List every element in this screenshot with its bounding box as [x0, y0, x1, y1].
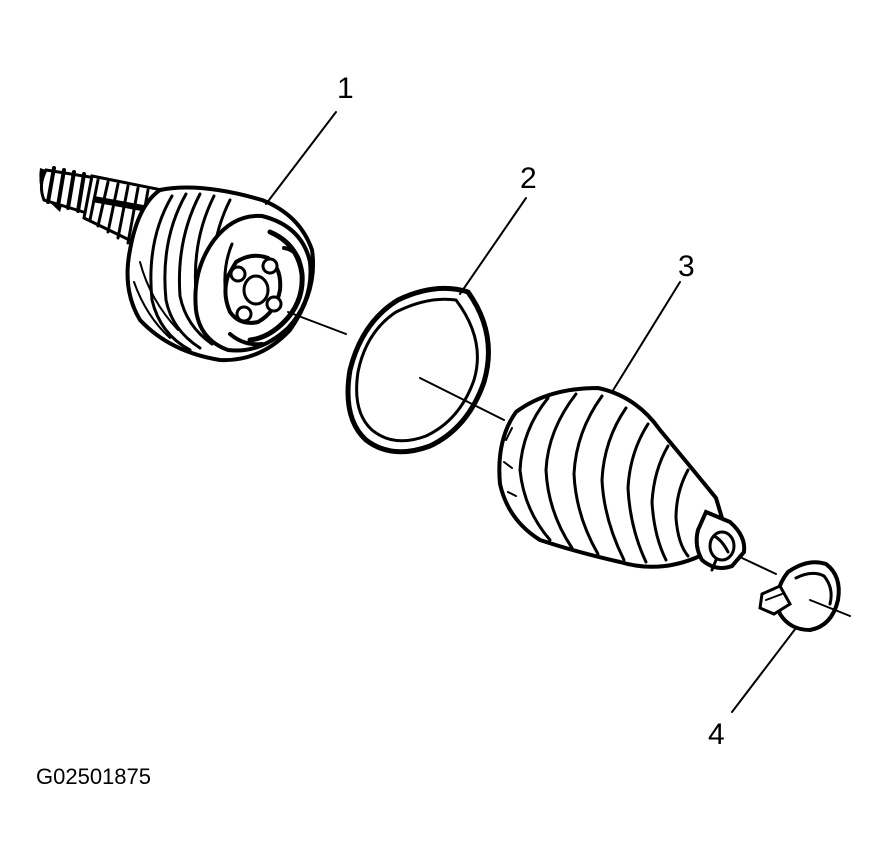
leader-line-2	[459, 197, 527, 295]
figure-id: G02501875	[36, 764, 151, 789]
leader-line-3	[611, 281, 681, 393]
leader-line-1	[265, 111, 337, 205]
leader-lines	[265, 111, 797, 713]
retaining-ring	[345, 285, 491, 455]
boot-neck	[694, 509, 747, 572]
callout-1: 1	[337, 72, 354, 105]
leader-line-4	[731, 627, 797, 713]
boot-clamp	[758, 560, 841, 633]
cv-boot	[497, 385, 747, 572]
callout-2: 2	[520, 162, 537, 195]
cv-joint-housing	[39, 166, 316, 363]
callout-4: 4	[708, 718, 725, 751]
assembly-centerline	[287, 311, 851, 617]
threaded-stub	[39, 166, 98, 216]
joint-face	[193, 213, 313, 353]
callout-3: 3	[678, 250, 695, 283]
